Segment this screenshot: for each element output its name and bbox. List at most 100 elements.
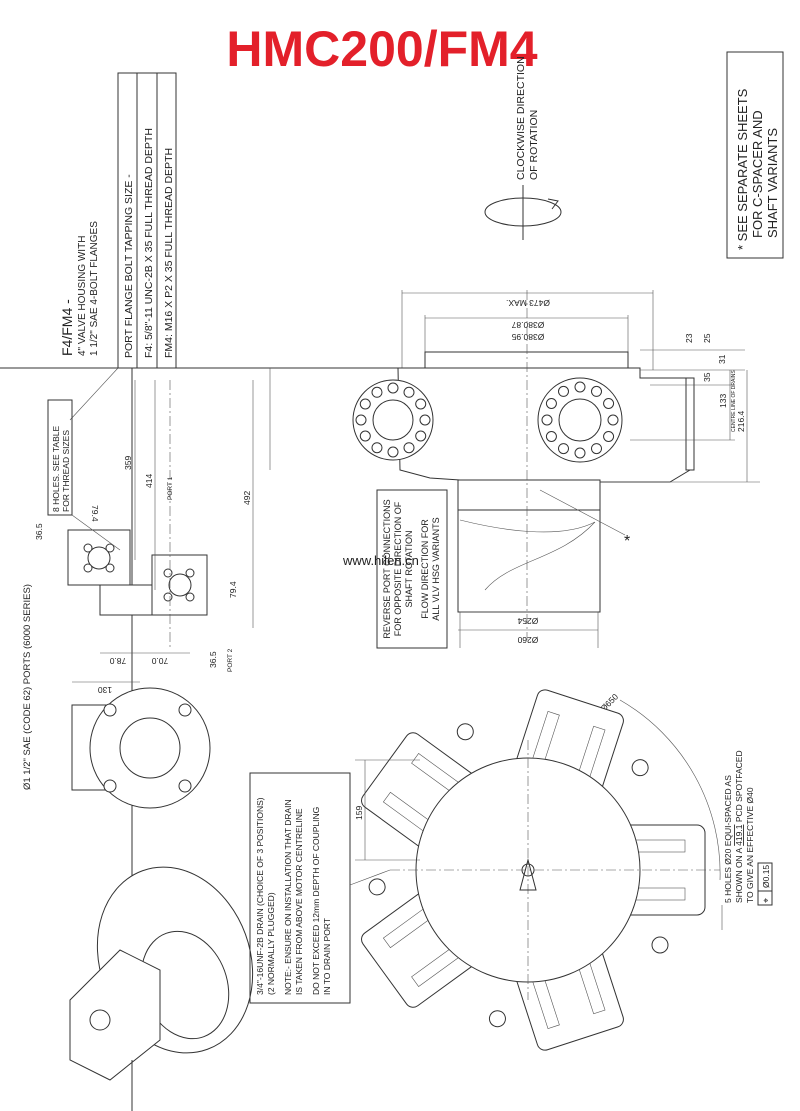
port-1-label: PORT 1 bbox=[167, 476, 174, 500]
bolt-hole-icon bbox=[163, 568, 173, 578]
bolt-icon bbox=[574, 381, 586, 393]
bolt-icon bbox=[359, 398, 371, 410]
housing-line1: 4" VALVE HOUSING WITH bbox=[77, 236, 88, 356]
dim-159: 159 bbox=[354, 806, 364, 820]
centre-line-of-drains: CENTRE LINE OF DRAINS bbox=[731, 370, 737, 432]
bolt-hole-icon bbox=[185, 592, 195, 602]
housing-note: F4/FM4 - 4" VALVE HOUSING WITH 1 1/2" SA… bbox=[59, 221, 100, 356]
bolt-icon bbox=[541, 414, 553, 426]
bolt-icon bbox=[558, 443, 569, 455]
dim-254: Ø254 bbox=[517, 616, 538, 626]
bolt-icon bbox=[355, 414, 367, 426]
dim-492: 492 bbox=[242, 491, 252, 505]
bolt-icon bbox=[371, 442, 383, 454]
rotation-indicator: CLOCKWISE DIRECTION OF ROTATION bbox=[484, 56, 562, 240]
dim-25: 25 bbox=[702, 333, 712, 343]
dim-473: Ø473 MAX. bbox=[506, 298, 550, 308]
holes-note-line3: TO GIVE AN EFFECTIVE Ø40 bbox=[745, 787, 755, 903]
bolt-icon bbox=[403, 386, 415, 398]
motor-top-view: Ø473 MAX. Ø380.87 Ø380.95 23 25 31 35 13… bbox=[352, 290, 760, 648]
rotation-line2: OF ROTATION bbox=[528, 110, 540, 180]
tapping-row: F4: 5/8"-11 UNC-2B X 35 FULL THREAD DEPT… bbox=[143, 128, 155, 358]
bolt-hole-icon bbox=[185, 568, 195, 578]
dim-31: 31 bbox=[717, 354, 727, 364]
bolt-icon bbox=[419, 414, 431, 426]
rotation-line1: CLOCKWISE DIRECTION bbox=[515, 56, 527, 180]
bolt-icon bbox=[371, 386, 383, 398]
holes-line1: 8 HOLES. SEE TABLE bbox=[51, 426, 61, 512]
dim-414: 414 bbox=[144, 474, 154, 488]
drain-line5: DO NOT EXCEED 12mm DEPTH OF COUPLING bbox=[311, 807, 321, 995]
dim-35: 35 bbox=[702, 372, 712, 382]
dim-380-87: Ø380.87 bbox=[511, 320, 544, 330]
bolt-hole-icon bbox=[83, 563, 93, 573]
bolt-icon bbox=[387, 446, 399, 458]
bolt-hole-icon bbox=[105, 543, 115, 553]
reverse-line2: FOR OPPOSITE DIRECTION OF bbox=[393, 501, 403, 636]
holes-line2: FOR THREAD SIZES bbox=[61, 430, 71, 512]
bolt-icon bbox=[403, 442, 415, 454]
ports-label: Ø1 1/2" SAE (CODE 62) PORTS (6000 SERIES… bbox=[22, 584, 33, 790]
bolt-icon bbox=[359, 430, 371, 442]
bolt-icon bbox=[558, 385, 569, 397]
bolt-icon bbox=[415, 398, 427, 410]
dim-70: 70.0 bbox=[151, 656, 168, 666]
dim-260: Ø260 bbox=[517, 635, 538, 645]
holes-note-line1: 5 HOLES Ø20 EQUI-SPACED AS bbox=[723, 775, 733, 903]
tapping-header: PORT FLANGE BOLT TAPPING SIZE - bbox=[123, 174, 135, 358]
variants-line3: SHAFT VARIANTS bbox=[765, 128, 780, 238]
motor-front-view: Ø650 159 bbox=[354, 689, 721, 1051]
tapping-row: FM4: M16 X P2 X 35 FULL THREAD DEPTH bbox=[163, 148, 175, 358]
holes-note-line2: SHOWN ON A 419.1 PCD SPOTFACED bbox=[734, 750, 744, 903]
dim-359: 359 bbox=[123, 456, 133, 470]
dim-36-5: 36.5 bbox=[208, 651, 218, 668]
bolt-icon bbox=[607, 414, 619, 426]
dim-216-4: 216.4 bbox=[736, 410, 746, 432]
drawing-title: HMC200/FM4 bbox=[226, 21, 537, 77]
variants-line1: * SEE SEPARATE SHEETS bbox=[735, 88, 750, 250]
dim-36-5: 36.5 bbox=[34, 523, 44, 540]
motor-side-view: 8 HOLES. SEE TABLE FOR THREAD SIZES 359 … bbox=[34, 380, 254, 695]
mounting-hole-icon bbox=[631, 759, 649, 777]
dim-79-4: 79.4 bbox=[90, 505, 100, 522]
dim-78: 78.0 bbox=[109, 656, 126, 666]
reverse-line1: REVERSE PORT CONNECTIONS bbox=[382, 499, 392, 638]
housing-line2: 1 1/2" SAE 4-BOLT FLANGES bbox=[89, 221, 100, 356]
tolerance-value: Ø0.15 bbox=[761, 865, 771, 888]
mounting-hole-icon bbox=[456, 723, 474, 741]
drain-line3: NOTE:- ENSURE ON INSTALLATION THAT DRAIN bbox=[283, 799, 293, 995]
drain-note: 3/4"-16UNF-2B DRAIN (CHOICE OF 3 POSITIO… bbox=[249, 772, 391, 1004]
mounting-hole-icon bbox=[651, 936, 669, 954]
bolt-icon bbox=[387, 382, 399, 394]
variants-note: * SEE SEPARATE SHEETS FOR C-SPACER AND S… bbox=[726, 51, 784, 259]
drain-line4: IS TAKEN FROM ABOVE MOTOR CENTRELINE bbox=[294, 808, 304, 995]
bolt-icon bbox=[603, 398, 615, 409]
reverse-line5: ALL VLV HSG VARIANTS bbox=[431, 517, 441, 620]
drain-line6: IN TO DRAIN PORT bbox=[322, 918, 332, 995]
drain-line1: 3/4"-16UNF-2B DRAIN (CHOICE OF 3 POSITIO… bbox=[255, 797, 265, 995]
bolt-icon bbox=[415, 430, 427, 442]
bolt-icon bbox=[591, 385, 602, 397]
reverse-port-note: REVERSE PORT CONNECTIONS FOR OPPOSITE DI… bbox=[376, 489, 448, 649]
bolt-hole-icon bbox=[83, 543, 93, 553]
mounting-hole-icon bbox=[368, 878, 386, 896]
bolt-icon bbox=[574, 447, 586, 459]
dim-133: 133 bbox=[718, 394, 728, 408]
bolt-icon bbox=[545, 431, 557, 442]
watermark: www.hilen.cn bbox=[342, 553, 419, 568]
mounting-hole-icon bbox=[488, 1010, 506, 1028]
arrowhead-icon bbox=[547, 198, 559, 210]
dim-79-4: 79.4 bbox=[228, 581, 238, 598]
port-end-view bbox=[71, 687, 211, 809]
bolt-icon bbox=[603, 431, 615, 442]
reverse-line4: FLOW DIRECTION FOR bbox=[420, 519, 430, 619]
position-tolerance-icon: ⌖ bbox=[761, 898, 771, 903]
dim-130: 130 bbox=[98, 685, 112, 695]
tapping-table: PORT FLANGE BOLT TAPPING SIZE - F4: 5/8"… bbox=[69, 72, 177, 421]
dim-23: 23 bbox=[684, 333, 694, 343]
housing-heading: F4/FM4 - bbox=[59, 299, 75, 356]
bolt-icon bbox=[591, 443, 602, 455]
drain-line2: (2 NORMALLY PLUGGED) bbox=[266, 892, 276, 995]
bolt-icon bbox=[545, 398, 557, 409]
